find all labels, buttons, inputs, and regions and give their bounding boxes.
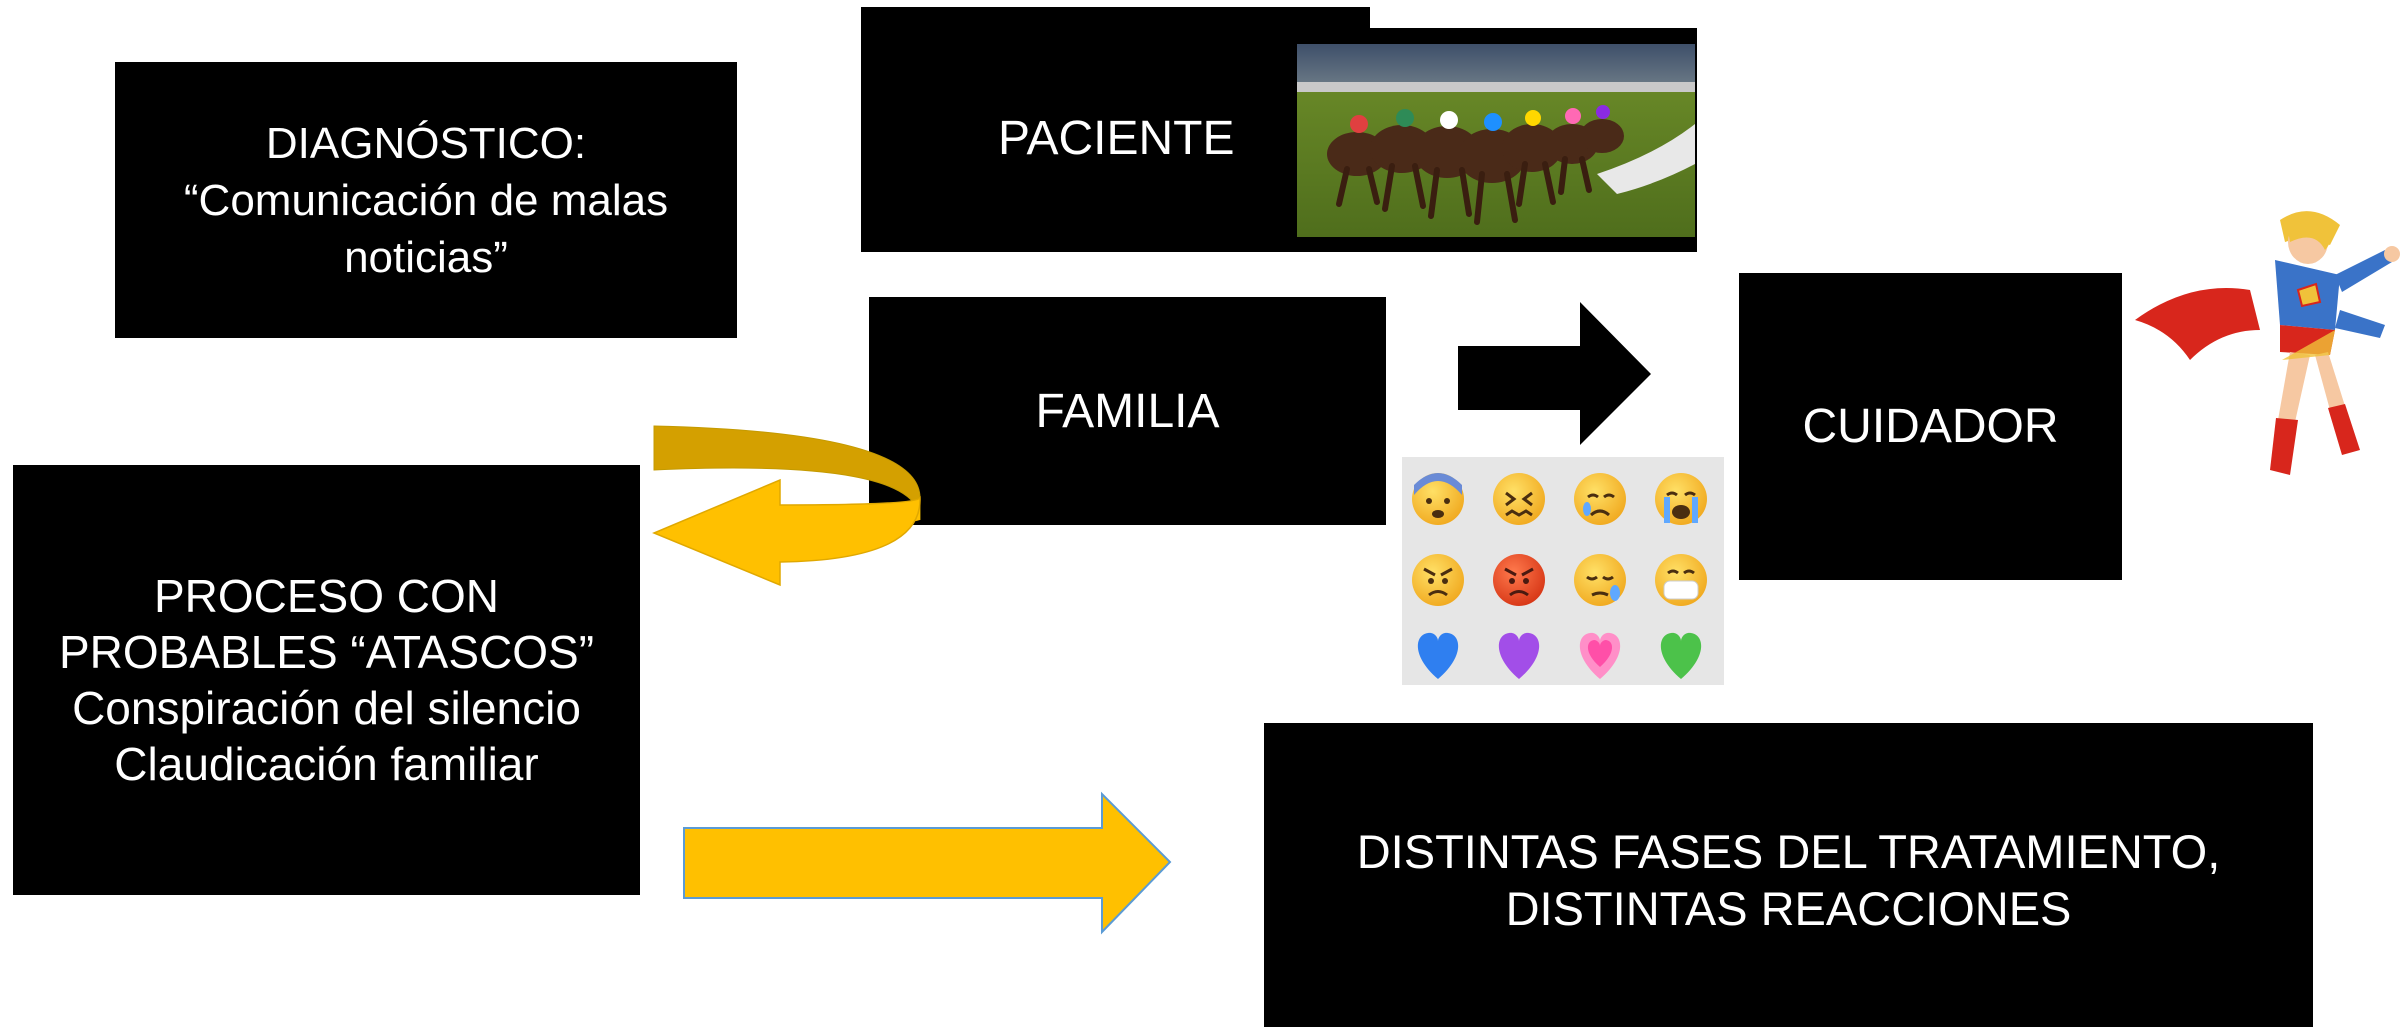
proceso-to-fases-arrow — [683, 791, 1172, 935]
cuidador-box: CUIDADOR — [1739, 273, 2122, 580]
sleepy-face-icon — [1574, 554, 1626, 606]
mask-face-icon — [1655, 554, 1707, 606]
cuidador-label: CUIDADOR — [1802, 400, 2059, 453]
familia-box: FAMILIA — [869, 297, 1386, 525]
confounded-face-icon — [1493, 473, 1545, 525]
diagnostico-subtitle-line1: “Comunicación de malas — [183, 175, 669, 225]
proceso-box: PROCESO CON PROBABLES “ATASCOS” Conspira… — [13, 465, 640, 895]
paciente-label: PACIENTE — [998, 112, 1235, 165]
anxious-face-icon — [1412, 473, 1464, 525]
diagnostico-label: DIAGNÓSTICO: — [265, 118, 587, 168]
loudly-crying-face-icon — [1655, 473, 1707, 525]
proceso-item-conspiracion: Conspiración del silencio — [72, 682, 581, 734]
familia-to-cuidador-arrow — [1458, 302, 1651, 445]
diagnostico-box: DIAGNÓSTICO: “Comunicación de malas noti… — [115, 62, 737, 338]
emoji-grid — [1402, 457, 1724, 685]
fases-line2: DISTINTAS REACCIONES — [1505, 882, 2072, 935]
growing-heart-icon — [1579, 632, 1621, 679]
fases-line1: DISTINTAS FASES DEL TRATAMIENTO, — [1356, 825, 2221, 878]
diagnostico-subtitle-line2: noticias” — [344, 232, 508, 282]
fases-box: DISTINTAS FASES DEL TRATAMIENTO, DISTINT… — [1264, 723, 2313, 1027]
blue-heart-icon — [1417, 632, 1459, 679]
crying-face-icon — [1574, 473, 1626, 525]
pouting-face-icon — [1493, 554, 1545, 606]
curved-return-arrow — [652, 425, 921, 587]
angry-face-icon — [1412, 554, 1464, 606]
proceso-item-claudicacion: Claudicación familiar — [114, 738, 539, 790]
proceso-title-line1: PROCESO CON — [153, 570, 500, 622]
paciente-box: PACIENTE — [861, 7, 1370, 252]
flying-superheroine-illustration — [2135, 211, 2400, 475]
familia-label: FAMILIA — [1035, 384, 1220, 438]
green-heart-icon — [1660, 632, 1702, 679]
horse-race-photo — [1297, 44, 1695, 237]
purple-heart-icon — [1498, 632, 1540, 679]
proceso-title-line2: PROBABLES “ATASCOS” — [58, 626, 595, 678]
